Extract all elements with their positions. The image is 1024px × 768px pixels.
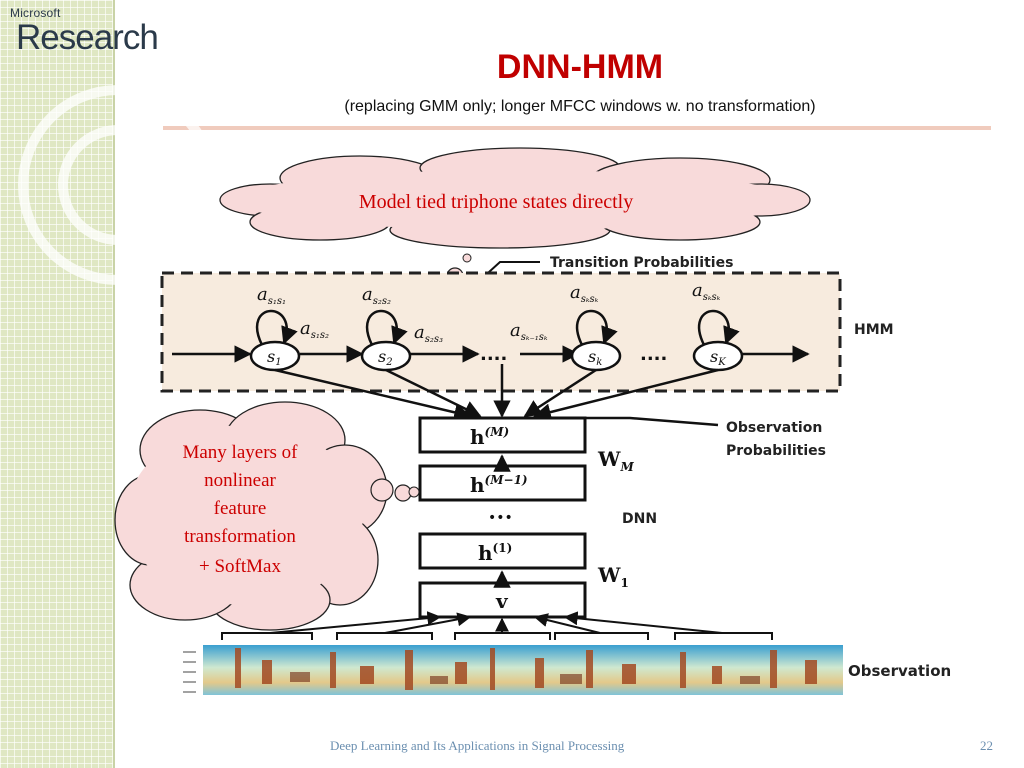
side-panel-edge bbox=[113, 0, 115, 768]
transition-label-k: asₖ₋₁sₖ bbox=[510, 320, 548, 343]
observation-to-input-arrows bbox=[269, 611, 723, 634]
footer-text: Deep Learning and Its Applications in Si… bbox=[330, 738, 625, 753]
title-underline bbox=[163, 126, 991, 130]
logo-research-text: Research bbox=[16, 18, 159, 57]
slide-subtitle: (replacing GMM only; longer MFCC windows… bbox=[344, 98, 816, 115]
selfloop-label-k: asₖsₖ bbox=[570, 282, 599, 305]
slide-title: DNN-HMM bbox=[496, 48, 664, 86]
spectrogram-image bbox=[183, 645, 843, 695]
observation-arrows bbox=[274, 364, 719, 427]
observation-windows bbox=[221, 632, 773, 640]
observation-probabilities-label-1: Observation bbox=[726, 420, 822, 436]
page-number: 22 bbox=[980, 738, 993, 753]
callout-left-line2: nonlinear bbox=[204, 470, 276, 491]
state-label-s1: s1 bbox=[267, 347, 282, 368]
selfloop-label-1: as₁s₁ bbox=[257, 284, 286, 307]
callout-left-line1: Many layers of bbox=[182, 442, 298, 463]
callout-top-text: Model tied triphone states directly bbox=[359, 191, 633, 213]
hmm-label: HMM bbox=[854, 322, 894, 338]
dnn-layer-boxes bbox=[418, 416, 587, 619]
logo-microsoft-text: Microsoft bbox=[10, 6, 61, 20]
layer-dots: ••• bbox=[488, 510, 513, 526]
layer-hM: h(M) bbox=[470, 425, 509, 449]
layer-hM-1: h(M−1) bbox=[470, 473, 528, 497]
decorative-side-panel bbox=[0, 0, 113, 768]
layer-v: v bbox=[495, 589, 509, 613]
transition-probabilities-label: Transition Probabilities bbox=[550, 255, 733, 271]
hmm-ellipsis-2: .... bbox=[640, 344, 667, 365]
selfloop-label-2: as₂s₂ bbox=[362, 284, 391, 307]
hmm-chain bbox=[172, 309, 810, 363]
callout-left-line4: transformation bbox=[184, 526, 296, 547]
callout-cloud-left: Many layers of nonlinear feature transfo… bbox=[114, 401, 420, 631]
state-label-sk: sk bbox=[588, 347, 602, 368]
callout-left-line5: + SoftMax bbox=[199, 556, 281, 577]
decorative-arcs bbox=[18, 85, 218, 285]
layer-h1: h(1) bbox=[478, 541, 512, 565]
callout-cloud-top: Model tied triphone states directly bbox=[219, 147, 811, 285]
state-label-sK: sK bbox=[710, 347, 726, 368]
weight-W1: W1 bbox=[597, 563, 629, 590]
selfloop-label-K: asₖsₖ bbox=[692, 280, 721, 303]
hmm-ellipsis-1: .... bbox=[480, 344, 507, 365]
state-label-s2: s2 bbox=[378, 347, 393, 368]
observation-label: Observation bbox=[848, 662, 951, 680]
callout-left-line3: feature bbox=[214, 498, 267, 519]
transition-label-12: as₁s₂ bbox=[300, 318, 329, 341]
dnn-label: DNN bbox=[622, 511, 657, 527]
weight-WM: WM bbox=[597, 447, 634, 474]
transition-label-23: as₂s₃ bbox=[414, 322, 443, 345]
observation-probabilities-label-2: Probabilities bbox=[726, 443, 826, 459]
